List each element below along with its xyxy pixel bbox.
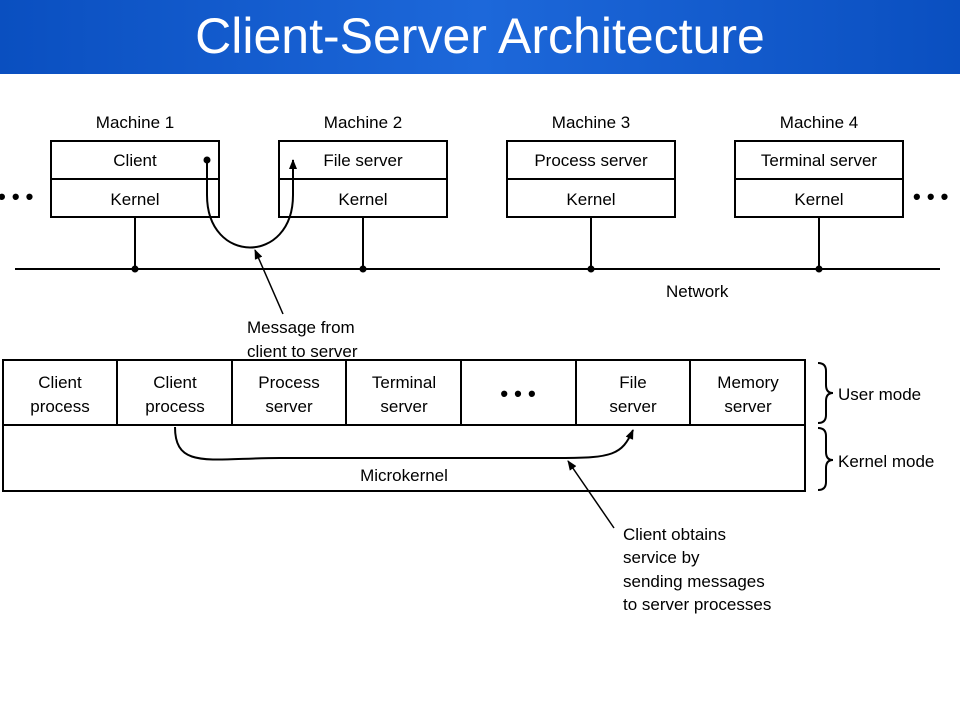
svg-text:server: server xyxy=(265,397,313,416)
right-ellipsis: • • • xyxy=(913,184,948,209)
service-annotation-line4: to server processes xyxy=(623,595,771,614)
kernel-label: Kernel xyxy=(110,190,159,209)
kernel-mode-brace xyxy=(817,427,834,491)
kernel-label: Kernel xyxy=(794,190,843,209)
service-message-path xyxy=(174,426,634,461)
cell-terminal-server: Terminal server xyxy=(372,373,436,416)
svg-text:server: server xyxy=(609,397,657,416)
process-server-label: Process server xyxy=(534,151,648,170)
svg-text:Memory: Memory xyxy=(717,373,779,392)
svg-text:Terminal: Terminal xyxy=(372,373,436,392)
message-pointer-arrow xyxy=(254,249,284,315)
svg-text:File: File xyxy=(619,373,646,392)
message-annotation-line2: client to server xyxy=(247,342,358,361)
left-ellipsis: • • • xyxy=(0,184,33,209)
kernel-label: Kernel xyxy=(566,190,615,209)
machine-1: Machine 1 Client Kernel xyxy=(50,113,220,218)
client-label: Client xyxy=(113,151,157,170)
page-title: Client-Server Architecture xyxy=(195,8,765,64)
terminal-server-label: Terminal server xyxy=(761,151,878,170)
kernel-label: Kernel xyxy=(338,190,387,209)
cell-file-server: File server xyxy=(609,373,657,416)
machine-label: Machine 4 xyxy=(780,113,858,132)
user-mode-brace xyxy=(817,362,834,424)
message-annotation-line1: Message from xyxy=(247,318,355,337)
network-junctions xyxy=(131,265,823,273)
cell-dividers xyxy=(116,360,691,425)
message-path xyxy=(206,159,297,249)
service-annotation-line2: service by xyxy=(623,548,700,567)
machine-2: Machine 2 File server Kernel xyxy=(278,113,448,218)
title-banner: Client-Server Architecture xyxy=(0,0,960,74)
machine-4: Machine 4 Terminal server Kernel xyxy=(734,113,904,218)
svg-text:process: process xyxy=(30,397,90,416)
service-annotation-line3: sending messages xyxy=(623,572,765,591)
service-pointer-arrow xyxy=(567,460,615,529)
machine-label: Machine 3 xyxy=(552,113,630,132)
machine-3: Machine 3 Process server Kernel xyxy=(506,113,676,218)
cell-client-process-1: Client process xyxy=(30,373,90,416)
microkernel-label: Microkernel xyxy=(360,466,448,485)
network-label: Network xyxy=(666,282,729,301)
user-mode-label: User mode xyxy=(838,385,921,404)
svg-text:server: server xyxy=(380,397,428,416)
svg-text:process: process xyxy=(145,397,205,416)
machine-label: Machine 2 xyxy=(324,113,402,132)
svg-text:Client: Client xyxy=(153,373,197,392)
svg-text:server: server xyxy=(724,397,772,416)
file-server-label: File server xyxy=(323,151,403,170)
svg-text:Client: Client xyxy=(38,373,82,392)
cell-ellipsis: • • • xyxy=(500,381,535,406)
kernel-mode-label: Kernel mode xyxy=(838,452,934,471)
service-annotation-line1: Client obtains xyxy=(623,525,726,544)
cell-memory-server: Memory server xyxy=(717,373,779,416)
cell-client-process-2: Client process xyxy=(145,373,205,416)
cell-process-server: Process server xyxy=(258,373,319,416)
svg-text:Process: Process xyxy=(258,373,319,392)
network-drops xyxy=(134,217,820,269)
svg-text:• • •: • • • xyxy=(500,381,535,406)
machine-label: Machine 1 xyxy=(96,113,174,132)
